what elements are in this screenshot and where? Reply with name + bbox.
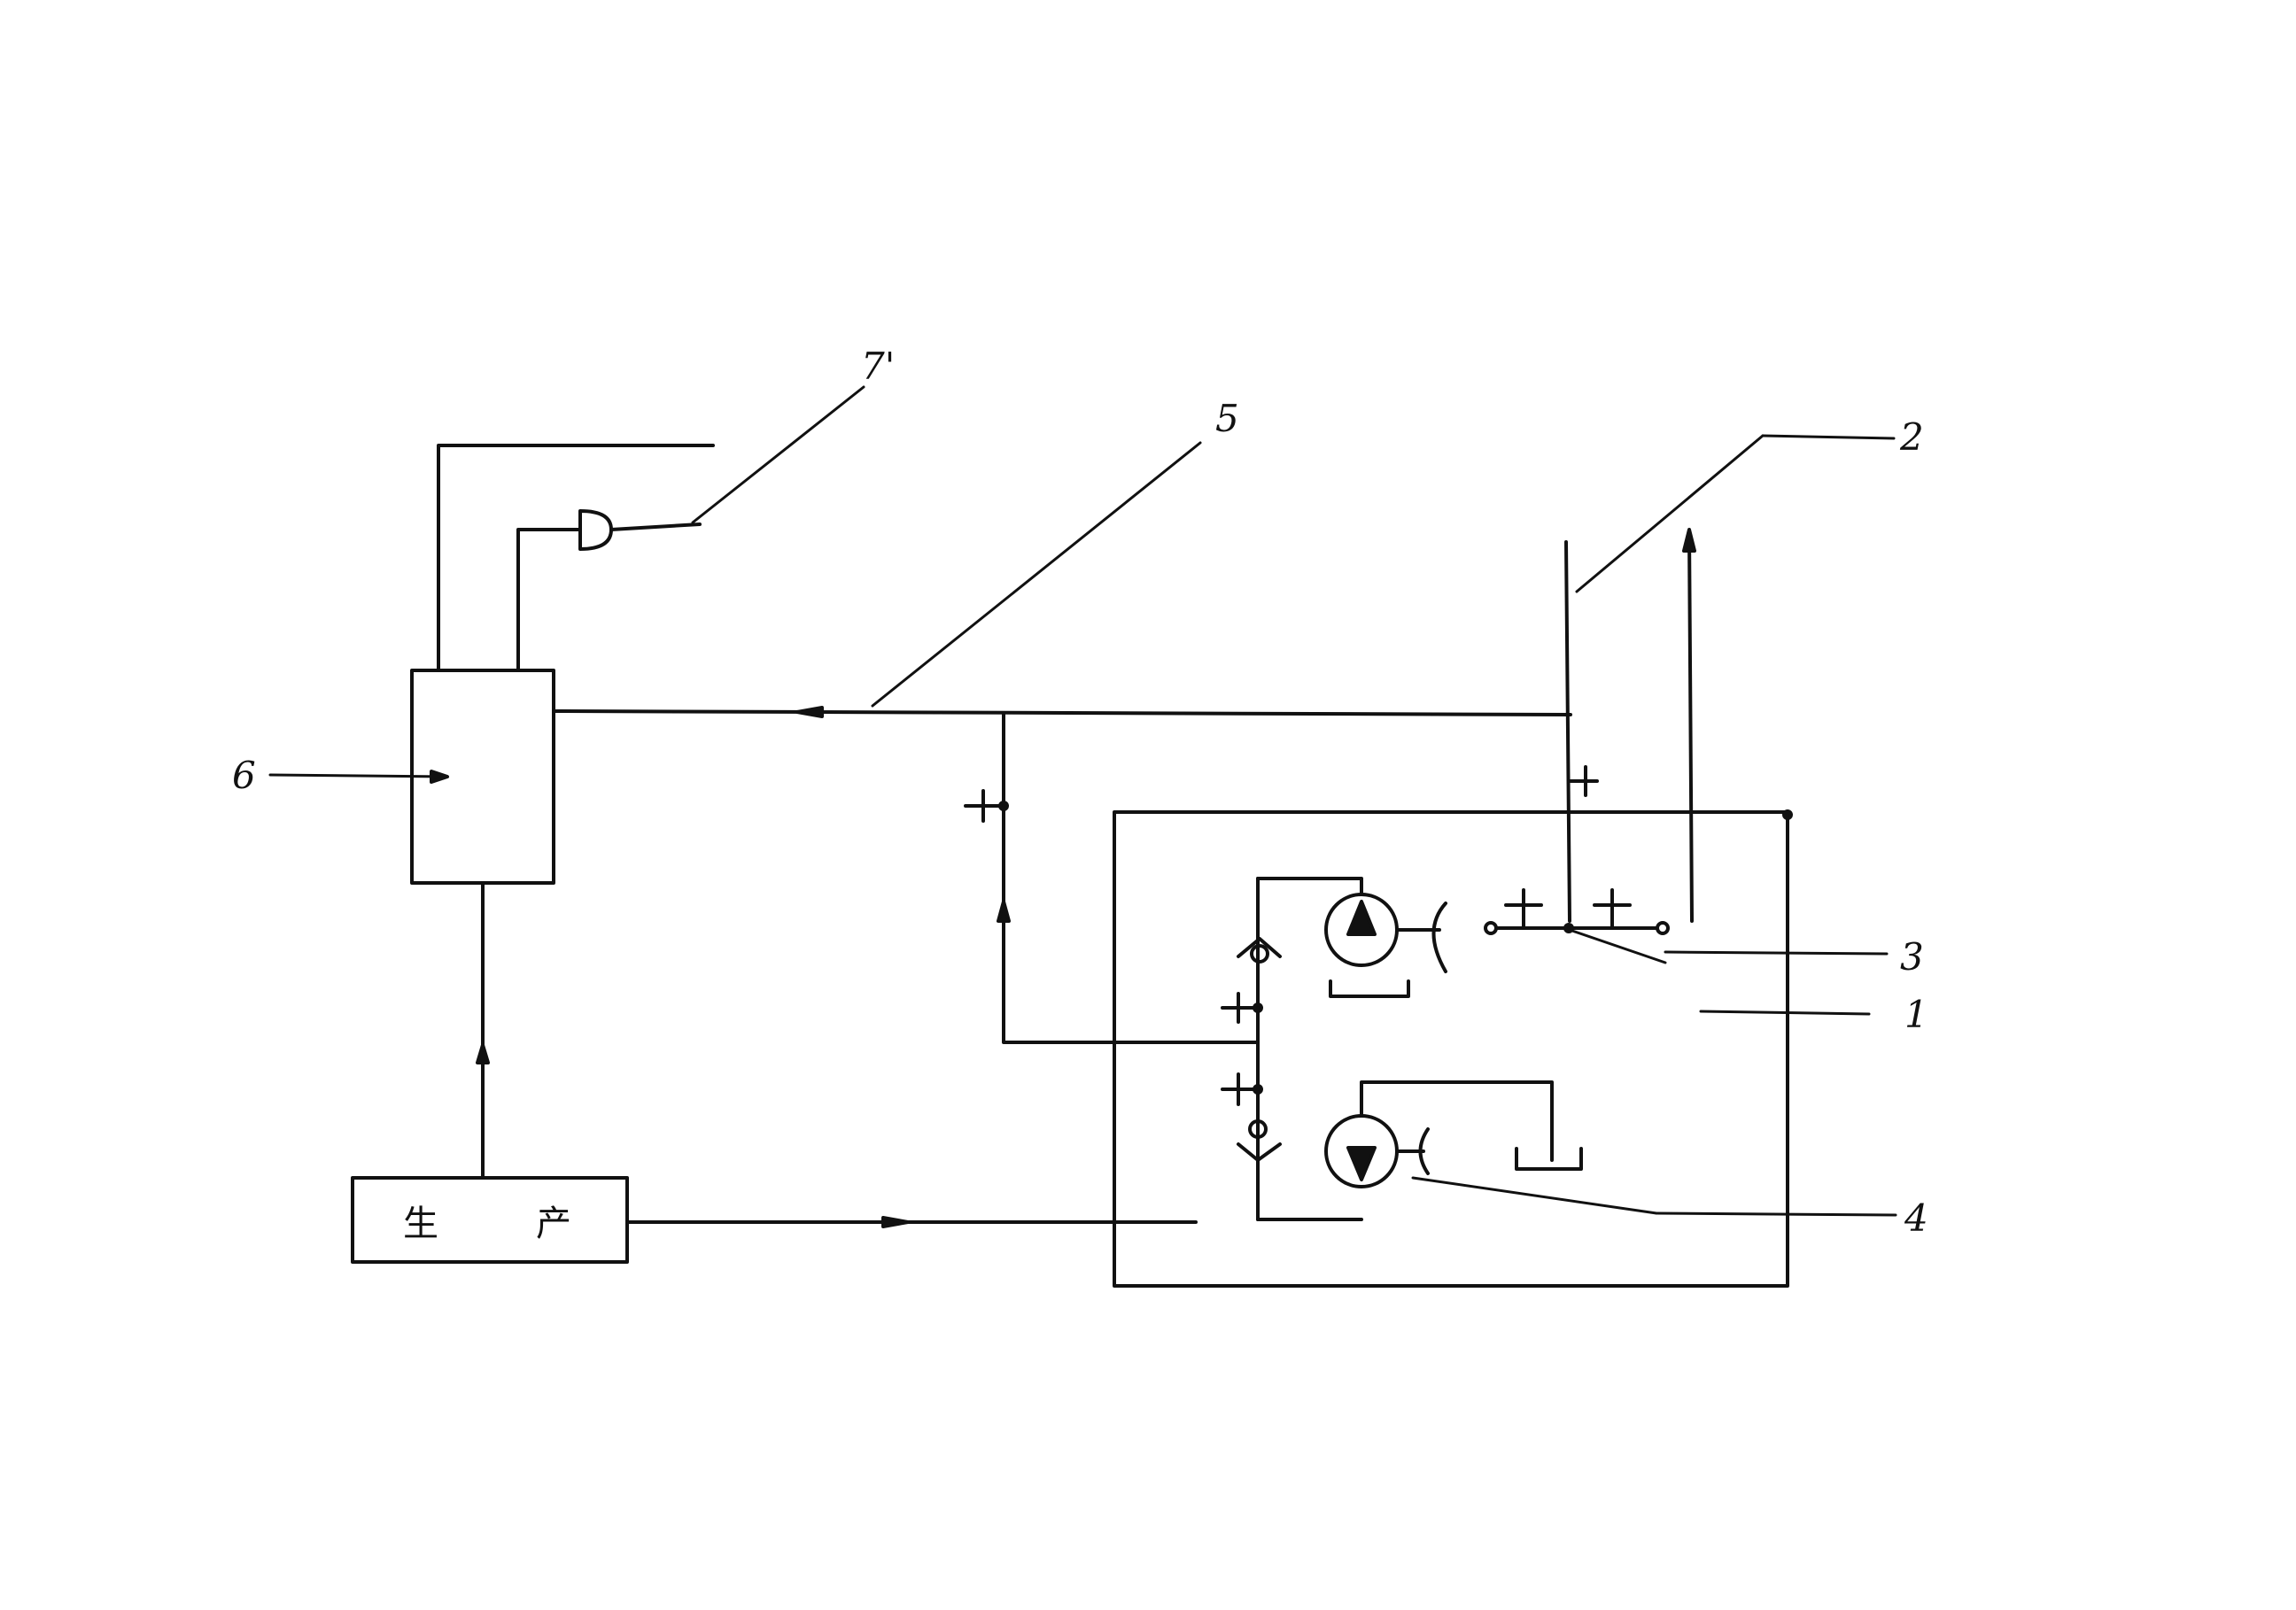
bottom-pump-base [1515,1147,1583,1171]
leader-3-tail [1664,950,1889,956]
leader-2 [1575,434,1765,593]
check-valve-bottom-ball [1248,1119,1268,1139]
leader-3 [1568,928,1667,964]
tank-top-outlet-pipe [437,444,715,672]
arrow-up-branch [997,900,1011,923]
arrow-left-main [795,706,824,718]
main-line-5 [552,709,1572,716]
vent-fitting [578,509,613,551]
station-corner-dot [1782,809,1793,820]
right-riser-pipe [1687,530,1694,923]
check-valve-top [1237,937,1282,958]
branch-valve-dot [998,801,1009,811]
leader-4-tail [1655,1211,1897,1217]
arrow-up-riser [1682,528,1696,553]
line-2-top [1564,540,1571,923]
arrow-6 [430,770,449,784]
leader-2-tail [1761,434,1896,440]
top-pump-motor-arc [1431,902,1447,973]
arrow-up-production [476,1043,490,1064]
label-2: 2 [1899,415,1924,459]
column-valve-2-dot [1253,1084,1263,1095]
label-3: 3 [1900,935,1924,979]
vent-outlet-pipe [609,522,702,531]
label-5: 5 [1215,397,1239,440]
tank-vent-pipe [516,528,582,672]
label-1: 1 [1904,993,1928,1036]
bottom-pump-triangle [1346,1146,1377,1181]
bar-right-node [1656,921,1670,935]
branch-pipe [1002,711,1260,1044]
top-pump-base [1329,979,1410,998]
leader-4 [1411,1176,1658,1215]
check-valve-top-ball [1250,944,1269,964]
production-box [351,1176,629,1264]
production-char-2: 产 [536,1204,571,1244]
top-pump-triangle [1346,900,1377,936]
label-4: 4 [1904,1196,1928,1240]
bottom-pump-pipe [1360,1080,1554,1162]
label-6: 6 [232,754,256,797]
column-valve-1-dot [1253,1002,1263,1013]
leader-5 [871,441,1202,708]
leader-7 [691,385,865,524]
production-char-1: 生 [403,1204,438,1244]
check-valve-bottom [1237,1142,1282,1162]
leader-1 [1699,1010,1871,1016]
top-pump-pipe [1256,877,1363,896]
leader-6 [268,773,449,778]
label-7: 7' [861,344,895,388]
station-box-1 [1113,810,1789,1288]
bottom-pump-motor-arc [1418,1127,1430,1175]
arrow-right-production [881,1216,910,1228]
